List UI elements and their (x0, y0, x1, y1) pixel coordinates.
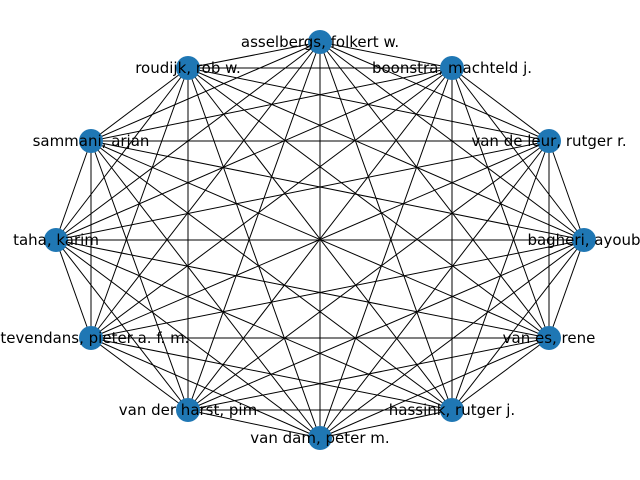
edge-2-7 (187, 140, 550, 411)
node-label-9: taha, karim (13, 231, 99, 249)
node-6 (308, 426, 332, 450)
edge-5-9 (55, 239, 453, 411)
edge-2-3 (548, 140, 585, 241)
node-label-7: van der harst, pim (119, 401, 257, 419)
edge-6-8 (90, 337, 321, 439)
node-label-5: hassink, rutger j. (389, 401, 515, 419)
node-8 (79, 326, 103, 350)
edge-5-6 (319, 409, 453, 439)
edges-layer (55, 41, 585, 439)
edge-3-8 (90, 239, 585, 339)
edge-5-10 (90, 140, 453, 411)
edge-8-9 (55, 239, 92, 339)
node-1 (440, 56, 464, 80)
edge-0-1 (319, 41, 453, 69)
edge-1-2 (451, 67, 550, 142)
edge-1-4 (451, 67, 550, 339)
node-5 (440, 398, 464, 422)
node-label-0: asselbergs, folkert w. (241, 33, 399, 51)
edge-3-10 (90, 140, 585, 241)
node-3 (572, 228, 596, 252)
node-label-3: bagheri, ayoub (527, 231, 640, 249)
node-label-2: van de leur, rutger r. (471, 132, 626, 150)
nodes-layer (44, 30, 596, 450)
labels-layer: asselbergs, folkert w. boonstra, machteld… (0, 33, 640, 447)
edge-1-8 (90, 67, 453, 339)
node-11 (176, 56, 200, 80)
edge-6-7 (187, 409, 321, 439)
node-9 (44, 228, 68, 252)
edge-0-2 (319, 41, 550, 142)
edge-2-6 (319, 140, 550, 439)
node-10 (79, 129, 103, 153)
edge-0-10 (90, 41, 321, 142)
edge-5-11 (187, 67, 453, 411)
node-label-6: van dam, peter m. (250, 429, 389, 447)
edge-7-8 (90, 337, 189, 411)
node-4 (537, 326, 561, 350)
edge-3-4 (548, 239, 585, 339)
edge-4-9 (55, 239, 550, 339)
edge-8-11 (90, 67, 189, 339)
edge-0-11 (187, 41, 321, 69)
edge-6-11 (187, 67, 321, 439)
edge-5-8 (90, 337, 453, 411)
edge-9-11 (55, 67, 189, 241)
node-label-10: sammani, arjan (33, 132, 150, 150)
node-0 (308, 30, 332, 54)
node-label-11: roudijk, rob w. (135, 59, 241, 77)
node-7 (176, 398, 200, 422)
edge-2-9 (55, 140, 550, 241)
edge-10-11 (90, 67, 189, 142)
node-2 (537, 129, 561, 153)
edge-6-10 (90, 140, 321, 439)
edge-9-10 (55, 140, 92, 241)
edge-0-7 (187, 41, 321, 411)
edge-7-9 (55, 239, 189, 411)
node-label-1: boonstra, machteld j. (372, 59, 532, 77)
node-label-8: stevendans, pieter a. f. m. (0, 329, 189, 347)
edge-2-11 (187, 67, 550, 142)
node-label-4: van es, rene (503, 329, 596, 347)
edge-1-6 (319, 67, 453, 439)
edge-0-5 (319, 41, 453, 411)
edge-3-6 (319, 239, 585, 439)
edge-4-11 (187, 67, 550, 339)
edge-7-10 (90, 140, 189, 411)
edge-3-11 (187, 67, 585, 241)
edge-4-5 (451, 337, 550, 411)
